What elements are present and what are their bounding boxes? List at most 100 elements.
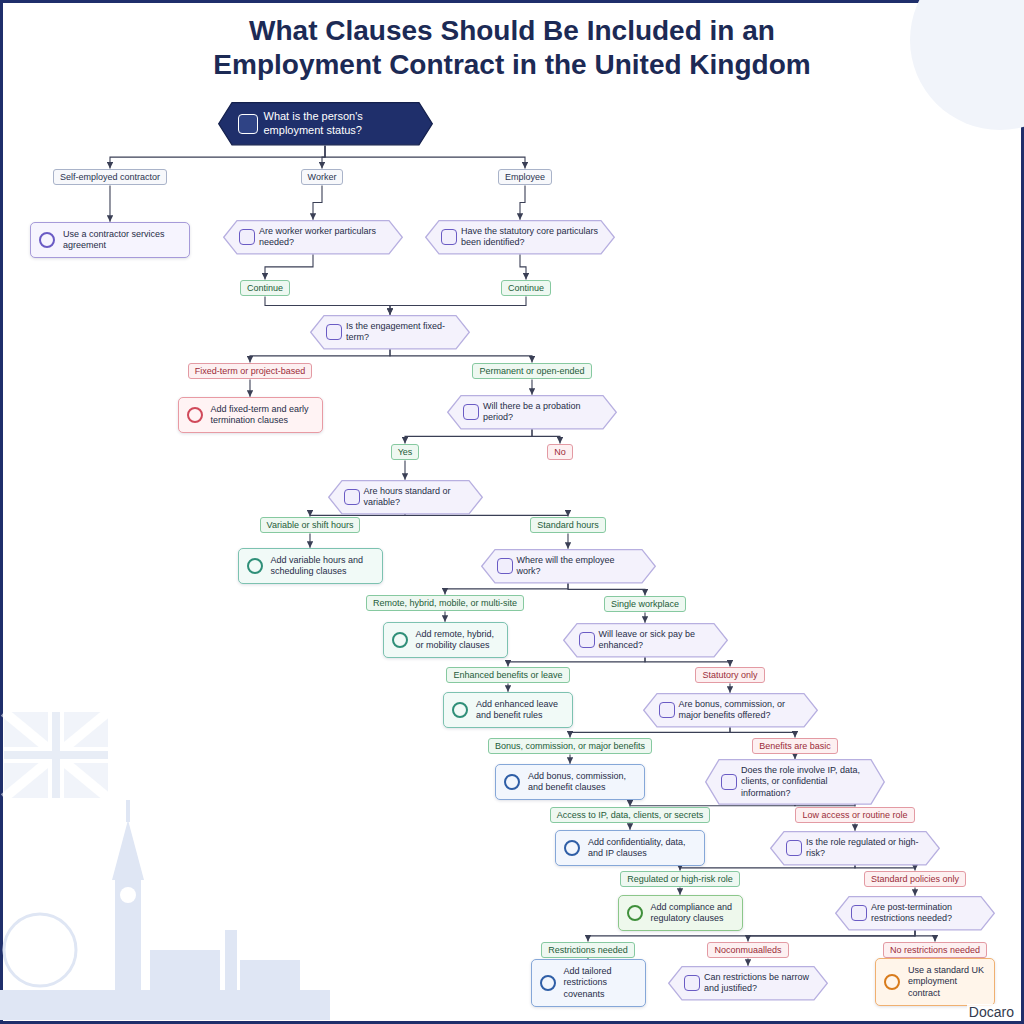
icon (540, 975, 556, 991)
text-group: Access to IP, data, clients, or secrets (557, 810, 703, 821)
node-text: Variable or shift hours (267, 520, 354, 531)
text-group: No (554, 447, 566, 458)
icon (463, 404, 479, 420)
node-text: Continue (508, 283, 544, 294)
outcome-box: Add compliance and regulatory clauses (618, 895, 743, 932)
branch-label: Worker (301, 169, 344, 186)
node-text: Have the statutory core particulars been… (461, 226, 599, 249)
node-text: Add variable hours and scheduling clause… (271, 555, 374, 578)
node-text: Enhanced benefits or leave (453, 670, 562, 681)
node-text: Are bonus, commission, or major benefits… (679, 699, 802, 722)
connector (588, 930, 915, 941)
text-group: Fixed-term or project-based (195, 366, 306, 377)
connector (568, 583, 645, 595)
connector (679, 887, 680, 894)
node-text: Add bonus, commission, and benefit claus… (528, 771, 636, 794)
branch-label: Variable or shift hours (260, 517, 361, 534)
text-group: Add compliance and regulatory clauses (651, 902, 734, 925)
text-group: Will there be a probation period? (483, 401, 601, 424)
corner-glow (910, 0, 1024, 130)
connector (313, 185, 322, 219)
outcome-box: Add confidentiality, data, and IP clause… (555, 830, 705, 867)
icon (627, 905, 643, 921)
node-text: No restrictions needed (890, 945, 980, 956)
icon (441, 229, 457, 245)
text-group: Add remote, hybrid, or mobility clauses (416, 629, 499, 652)
connector (570, 727, 730, 737)
connector (404, 460, 405, 479)
icon (884, 974, 900, 990)
branch-label: Continue (501, 280, 551, 297)
icon (239, 229, 255, 245)
branch-label: Restrictions needed (541, 942, 635, 959)
node-text: Permanent or open-ended (479, 366, 584, 377)
decision-hexagon: What is the person's employment status? (218, 102, 433, 146)
branch-label: Employee (498, 169, 552, 186)
branch-label: Statutory only (695, 667, 764, 684)
node-text: Add enhanced leave and benefit rules (476, 699, 564, 722)
branch-label: Fixed-term or project-based (188, 363, 313, 380)
connector (747, 958, 748, 965)
text-group: Add enhanced leave and benefit rules (476, 699, 564, 722)
connector (645, 657, 730, 666)
connector (567, 533, 568, 548)
node-text: Does the role involve IP, data, clients,… (741, 765, 869, 799)
text-group: Where will the employee work? (517, 555, 640, 578)
branch-label: Noconmuaalleds (707, 942, 788, 959)
branch-label: Remote, hybrid, mobile, or multi-site (366, 595, 524, 612)
branch-label: Access to IP, data, clients, or secrets (550, 807, 710, 824)
connector (520, 254, 526, 279)
text-group: Noconmuaalleds (714, 945, 781, 956)
connector (748, 930, 915, 941)
text-group: Is the engagement fixed-term? (346, 321, 454, 344)
connector (265, 254, 313, 279)
node-text: Is the engagement fixed-term? (346, 321, 454, 344)
text-group: Employee (505, 172, 545, 183)
text-group: No restrictions needed (890, 945, 980, 956)
connector (405, 429, 532, 443)
connector (569, 754, 570, 763)
node-text: Add tailored restrictions covenants (564, 966, 637, 1000)
decision-hexagon: Can restrictions be narrow and justified… (668, 966, 828, 1001)
icon (786, 840, 802, 856)
text-group: Standard hours (537, 520, 599, 531)
branch-label: Enhanced benefits or leave (446, 667, 569, 684)
icon (187, 407, 203, 423)
text-group: Continue (247, 283, 283, 294)
text-group: Enhanced benefits or leave (453, 670, 562, 681)
icon (659, 702, 675, 718)
connector (914, 887, 915, 895)
branch-label: Regulated or high-risk role (620, 871, 740, 888)
branch-label: Self-employed contractor (53, 169, 167, 186)
connector (520, 185, 525, 219)
decision-hexagon: Is the role regulated or high-risk? (770, 831, 940, 866)
connector (629, 823, 630, 829)
diagram-title: What Clauses Should Be Included in an Em… (192, 14, 832, 82)
node-text: Add confidentiality, data, and IP clause… (588, 837, 696, 860)
node-text: Statutory only (702, 670, 757, 681)
text-group: Worker (308, 172, 337, 183)
branch-label: Low access or routine role (795, 807, 914, 824)
connector (508, 657, 645, 666)
text-group: Statutory only (702, 670, 757, 681)
text-group: Add variable hours and scheduling clause… (271, 555, 374, 578)
outcome-box: Use a contractor services agreement (30, 222, 190, 259)
text-group: Remote, hybrid, mobile, or multi-site (373, 598, 517, 609)
decision-hexagon: Will there be a probation period? (447, 395, 617, 430)
icon (247, 558, 263, 574)
connector (854, 823, 855, 830)
text-group: Restrictions needed (548, 945, 628, 956)
node-text: Is the role regulated or high-risk? (806, 837, 924, 860)
outcome-box: Add fixed-term and early termination cla… (178, 397, 323, 434)
connector (729, 683, 730, 692)
node-text: Access to IP, data, clients, or secrets (557, 810, 703, 821)
text-group: Are post-termination restrictions needed… (871, 902, 979, 925)
outcome-box: Use a standard UK employment contract (875, 958, 995, 1006)
connector (680, 865, 855, 870)
text-group: Bonus, commission, or major benefits (495, 741, 645, 752)
connector (444, 611, 445, 621)
node-text: Use a standard UK employment contract (908, 965, 986, 999)
decision-hexagon: Does the role involve IP, data, clients,… (705, 759, 885, 805)
